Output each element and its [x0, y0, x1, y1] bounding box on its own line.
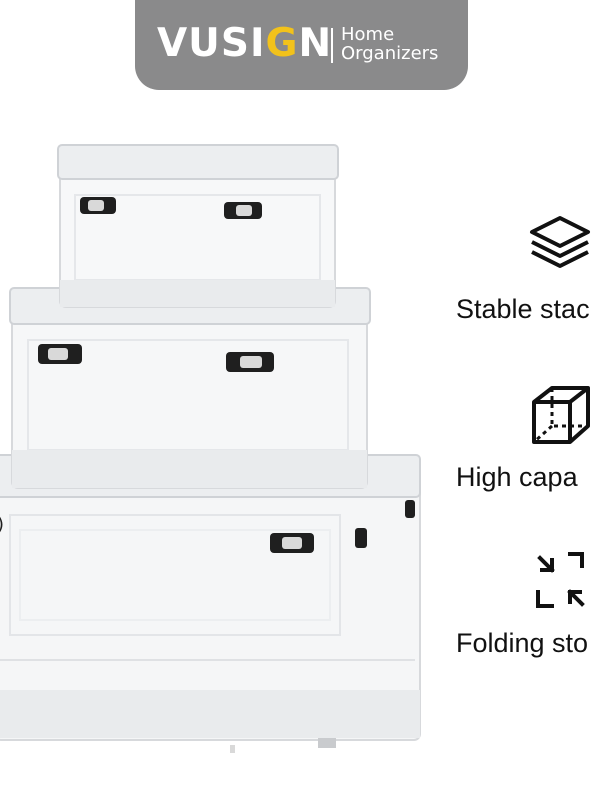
feature-label-folding-storage: Folding sto — [456, 628, 589, 658]
feature-label-high-capacity: High capa — [456, 462, 578, 492]
collapse-arrows-icon — [536, 552, 585, 608]
medium-box — [9, 287, 371, 489]
layers-icon — [530, 216, 590, 268]
brand-logo: VUSIGN — [157, 21, 333, 66]
brand-tagline: Home Organizers — [341, 25, 438, 63]
cube-icon — [532, 386, 590, 444]
feature-label-stable-stacking: Stable stac — [456, 294, 590, 324]
svg-text:): ) — [0, 514, 4, 535]
brand-tagline-line2: Organizers — [341, 43, 439, 64]
small-box — [57, 144, 339, 308]
large-box: ) — [0, 454, 421, 753]
brand-tagline-line1: Home — [341, 24, 395, 45]
storage-boxes-image: ) — [0, 144, 421, 753]
brand-divider — [331, 28, 333, 63]
brand-banner — [135, 0, 468, 90]
